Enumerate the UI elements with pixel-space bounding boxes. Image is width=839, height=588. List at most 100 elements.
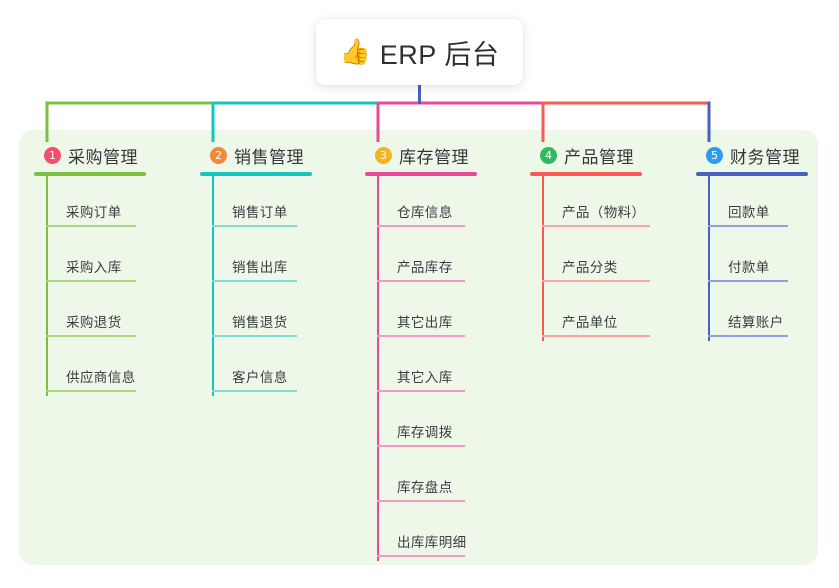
leaf-item-label: 销售退货	[232, 315, 288, 330]
leaf-item-label: 付款单	[728, 260, 770, 275]
column-财务管理: 5 财务管理回款单付款单结算账户	[696, 142, 808, 341]
column-spine-line	[708, 176, 710, 341]
leaf-item-label: 产品单位	[562, 315, 618, 330]
column-title: 产品管理	[564, 147, 634, 167]
leaf-item-rule	[46, 225, 136, 227]
thumbs-up-icon: 👍	[339, 37, 371, 66]
column-header-rule	[530, 172, 642, 176]
column-index-badge: 1	[44, 146, 61, 164]
column-title: 销售管理	[234, 147, 304, 167]
column-index-badge: 2	[210, 146, 227, 164]
diagram-panel-background	[19, 130, 818, 565]
column-header-rule	[34, 172, 146, 176]
column-header[interactable]: 1 采购管理	[34, 142, 146, 168]
leaf-item-label: 采购订单	[66, 205, 122, 220]
leaf-item[interactable]: 其它出库	[377, 286, 477, 341]
leaf-item[interactable]: 结算账户	[708, 286, 808, 341]
leaf-item[interactable]: 产品（物料）	[542, 176, 650, 231]
leaf-item[interactable]: 销售出库	[212, 231, 312, 286]
leaf-item-rule	[212, 335, 297, 337]
root-node-card[interactable]: 👍 ERP 后台	[316, 19, 523, 85]
column-items: 仓库信息产品库存其它出库其它入库库存调拨库存盘点出库库明细	[365, 176, 477, 561]
leaf-item-rule	[377, 390, 465, 392]
column-items: 回款单付款单结算账户	[696, 176, 808, 341]
leaf-item-rule	[212, 225, 297, 227]
leaf-item-label: 客户信息	[232, 370, 288, 385]
column-title: 库存管理	[399, 147, 469, 167]
column-header[interactable]: 4 产品管理	[530, 142, 642, 168]
column-header[interactable]: 2 销售管理	[200, 142, 312, 168]
column-采购管理: 1 采购管理采购订单采购入库采购退货供应商信息	[34, 142, 146, 396]
leaf-item-label: 库存盘点	[397, 480, 453, 495]
column-header-rule	[696, 172, 808, 176]
column-header-rule	[200, 172, 312, 176]
leaf-item-rule	[542, 335, 650, 337]
leaf-item[interactable]: 付款单	[708, 231, 808, 286]
leaf-item-label: 仓库信息	[397, 205, 453, 220]
column-title: 采购管理	[68, 147, 138, 167]
leaf-item[interactable]: 仓库信息	[377, 176, 477, 231]
column-spine-line	[46, 176, 48, 396]
leaf-item-label: 库存调拨	[397, 425, 453, 440]
leaf-item[interactable]: 供应商信息	[46, 341, 146, 396]
column-spine-line	[542, 176, 544, 341]
leaf-item-rule	[46, 390, 136, 392]
column-index-badge: 3	[375, 146, 392, 164]
leaf-item[interactable]: 产品单位	[542, 286, 650, 341]
leaf-item[interactable]: 其它入库	[377, 341, 477, 396]
root-node-title: ERP 后台	[379, 39, 500, 70]
column-header[interactable]: 5 财务管理	[696, 142, 808, 168]
column-items: 销售订单销售出库销售退货客户信息	[200, 176, 312, 396]
leaf-item-label: 出库库明细	[397, 535, 467, 550]
root-node-content: 👍 ERP 后台	[340, 33, 500, 72]
column-title: 财务管理	[730, 147, 800, 167]
leaf-item-rule	[377, 225, 465, 227]
leaf-item[interactable]: 销售订单	[212, 176, 312, 231]
leaf-item-rule	[377, 445, 465, 447]
leaf-item-label: 结算账户	[728, 315, 784, 330]
leaf-item-rule	[377, 555, 465, 557]
leaf-item-label: 产品分类	[562, 260, 618, 275]
leaf-item-label: 产品库存	[397, 260, 453, 275]
leaf-item[interactable]: 库存盘点	[377, 451, 477, 506]
leaf-item-label: 采购入库	[66, 260, 122, 275]
column-header[interactable]: 3 库存管理	[365, 142, 477, 168]
leaf-item-label: 其它出库	[397, 315, 453, 330]
leaf-item-rule	[708, 335, 788, 337]
leaf-item[interactable]: 采购入库	[46, 231, 146, 286]
leaf-item-rule	[542, 280, 650, 282]
leaf-item-rule	[212, 280, 297, 282]
leaf-item-rule	[708, 225, 788, 227]
leaf-item-rule	[377, 280, 465, 282]
column-spine-line	[377, 176, 379, 561]
leaf-item-rule	[377, 500, 465, 502]
leaf-item-rule	[708, 280, 788, 282]
leaf-item-label: 产品（物料）	[562, 205, 646, 220]
leaf-item-label: 销售订单	[232, 205, 288, 220]
column-spine-line	[212, 176, 214, 396]
leaf-item[interactable]: 客户信息	[212, 341, 312, 396]
column-index-badge: 4	[540, 146, 557, 164]
leaf-item-label: 采购退货	[66, 315, 122, 330]
column-items: 产品（物料） 产品分类产品单位	[530, 176, 650, 341]
column-销售管理: 2 销售管理销售订单销售出库销售退货客户信息	[200, 142, 312, 396]
leaf-item[interactable]: 销售退货	[212, 286, 312, 341]
leaf-item[interactable]: 回款单	[708, 176, 808, 231]
leaf-item-label: 供应商信息	[66, 370, 136, 385]
leaf-item[interactable]: 出库库明细	[377, 506, 477, 561]
column-header-rule	[365, 172, 477, 176]
column-产品管理: 4 产品管理产品（物料） 产品分类产品单位	[530, 142, 650, 341]
leaf-item[interactable]: 采购退货	[46, 286, 146, 341]
column-index-badge: 5	[706, 146, 723, 164]
column-items: 采购订单采购入库采购退货供应商信息	[34, 176, 146, 396]
leaf-item[interactable]: 产品分类	[542, 231, 650, 286]
leaf-item-rule	[212, 390, 297, 392]
leaf-item[interactable]: 采购订单	[46, 176, 146, 231]
leaf-item-rule	[377, 335, 465, 337]
leaf-item[interactable]: 产品库存	[377, 231, 477, 286]
leaf-item-rule	[542, 225, 650, 227]
leaf-item[interactable]: 库存调拨	[377, 396, 477, 451]
column-库存管理: 3 库存管理仓库信息产品库存其它出库其它入库库存调拨库存盘点出库库明细	[365, 142, 477, 561]
leaf-item-label: 其它入库	[397, 370, 453, 385]
